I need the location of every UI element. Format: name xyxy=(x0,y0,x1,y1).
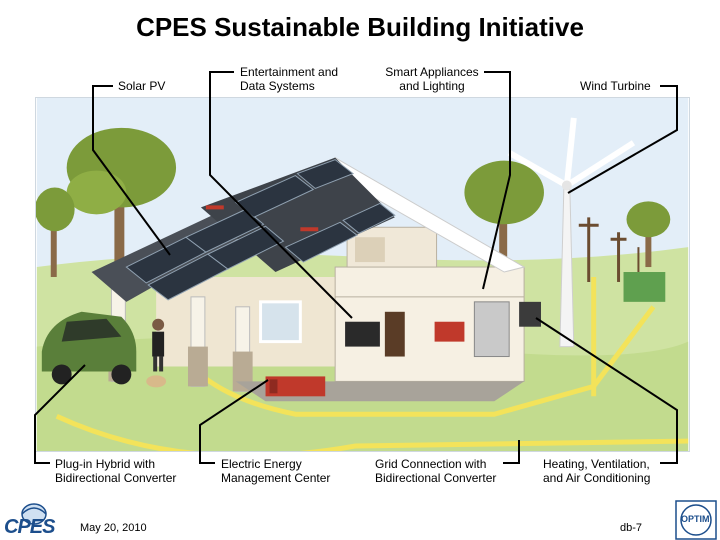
label-hvac: Heating, Ventilation, and Air Conditioni… xyxy=(543,457,651,485)
label-smart-appliances: Smart Appliances and Lighting xyxy=(385,65,479,93)
transformer-box xyxy=(623,272,666,302)
optim-logo-emblem xyxy=(675,500,717,540)
house-illustration xyxy=(35,97,690,452)
footer-page-number: db-7 xyxy=(620,522,643,534)
label-entertainment: Entertainment and Data Systems xyxy=(240,65,339,93)
tree-far-right xyxy=(626,201,671,268)
utility-poles xyxy=(578,217,640,282)
energy-management-cabinet xyxy=(265,376,326,397)
person-standing xyxy=(152,318,165,372)
hvac-unit xyxy=(519,301,541,327)
label-energy-management: Electric Energy Management Center xyxy=(221,457,331,485)
label-wind-turbine: Wind Turbine xyxy=(580,79,651,93)
dog xyxy=(146,375,167,388)
label-grid-connection: Grid Connection with Bidirectional Conve… xyxy=(375,457,497,485)
slide-title: CPES Sustainable Building Initiative xyxy=(136,12,584,42)
footer-date: May 20, 2010 xyxy=(80,522,147,534)
label-plug-in-hybrid: Plug-in Hybrid with Bidirectional Conver… xyxy=(55,457,177,485)
optim-logo-text: OPTIM xyxy=(681,514,710,524)
label-solar-pv: Solar PV xyxy=(118,79,166,93)
tree-small-left xyxy=(36,187,75,277)
cpes-logo-emblem xyxy=(21,503,47,525)
cpes-logo-text: CPES xyxy=(4,516,55,538)
